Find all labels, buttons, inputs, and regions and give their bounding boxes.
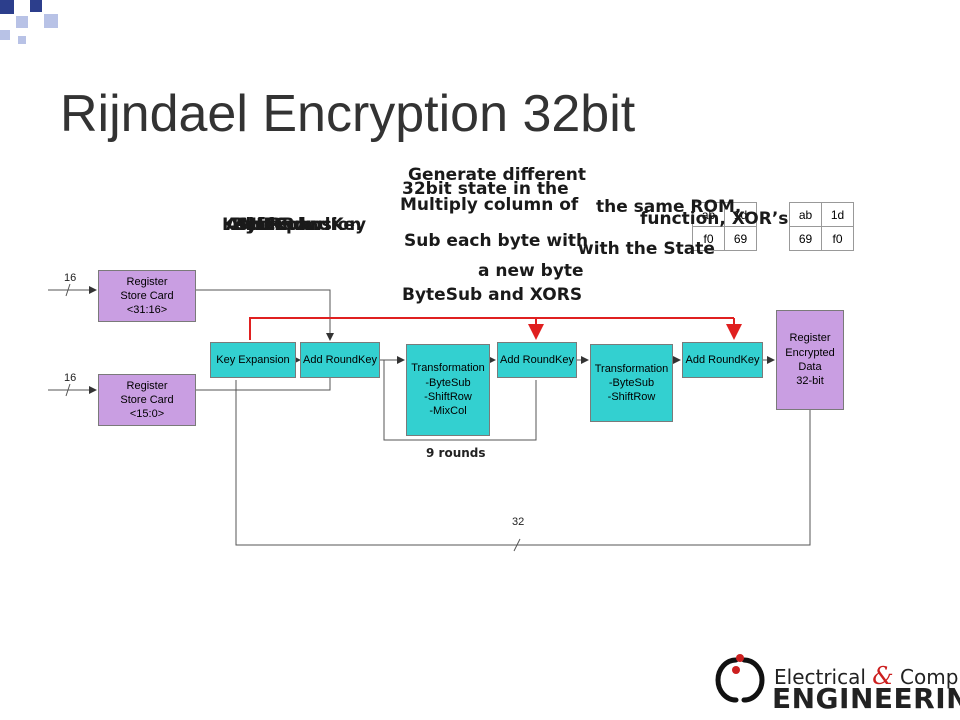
transform-1-line: -ByteSub — [425, 376, 471, 389]
add-roundkey-block-3: Add RoundKey — [682, 342, 763, 378]
overlay-right-label: function, XOR’s — [640, 209, 789, 229]
corner-square-2 — [16, 16, 28, 28]
logo-ampersand: & — [872, 662, 894, 690]
reg-low-line: <15:0> — [129, 408, 165, 421]
overlay-left-label: ShiftRow — [236, 215, 323, 235]
matrix-cell: 1d — [821, 202, 854, 227]
loop-rounds-label: 9 rounds — [426, 446, 486, 460]
overlay-center-label: ByteSub and XORS — [402, 285, 583, 305]
overlay-left-label: Add RoundKey — [226, 215, 367, 235]
register-store-card-low: Register Store Card <15:0> — [98, 374, 196, 426]
reg-out-line: Encrypted — [785, 346, 835, 359]
reg-high-line: Register — [126, 275, 168, 288]
matrix-cell: 1d — [724, 202, 757, 227]
overlay-right-label: with the State — [578, 239, 715, 259]
overlay-left-label: ByteSub — [232, 215, 313, 235]
transform-1-line: -MixCol — [429, 405, 467, 418]
transform-1-line: -ShiftRow — [424, 391, 472, 403]
reg-low-line: Store Card — [120, 393, 174, 406]
matrix-cell: 69 — [724, 226, 757, 251]
ece-logo-icon — [715, 654, 765, 703]
transform-1-line: Transformation — [411, 362, 485, 375]
bus-width-in-low: 16 — [64, 372, 77, 384]
add-roundkey-block-1: Add RoundKey — [300, 342, 380, 378]
reg-high-line: Store Card — [120, 289, 174, 302]
logo-word-electrical: Electrical — [774, 665, 866, 689]
transformation-block-1: Transformation -ByteSub -ShiftRow -MixCo… — [406, 344, 490, 436]
reg-out-line: Register — [789, 332, 831, 345]
bus-width-feedback: 32 — [512, 516, 525, 528]
matrix-cell: f0 — [821, 226, 854, 251]
transformation-block-2: Transformation -ByteSub -ShiftRow — [590, 344, 673, 422]
corner-square-1 — [0, 0, 14, 14]
matrix-cell: ab — [789, 202, 822, 227]
overlay-center-label: Generate different — [408, 165, 586, 185]
corner-square-4 — [0, 30, 10, 40]
matrix-cell: 69 — [789, 226, 822, 251]
reg-out-line: 32-bit — [796, 375, 824, 388]
corner-square-6 — [18, 36, 26, 44]
overlay-left-label: Key Expansion — [222, 215, 362, 235]
bus-width-in-high: 16 — [64, 272, 77, 284]
logo-line-2: ENGINEERING — [772, 682, 960, 715]
add-roundkey-block-2: Add RoundKey — [497, 342, 577, 378]
logo-word-computer: Computer — [900, 665, 960, 689]
transform-2-line: Transformation — [594, 362, 669, 375]
overlay-right-label: the same ROM, — [596, 197, 742, 217]
overlay-center-label: a new byte — [478, 261, 584, 281]
slide-title: Rijndael Encryption 32bit — [60, 85, 636, 143]
reg-high-line: <31:16> — [126, 304, 168, 317]
corner-square-5 — [44, 14, 58, 28]
overlay-center-label: Multiply column of — [400, 195, 579, 215]
reg-low-line: Register — [126, 379, 168, 392]
overlay-center-label: 32bit state in the — [402, 179, 569, 199]
logo-line-1: Electrical & Computer — [774, 662, 960, 690]
register-store-card-high: Register Store Card <31:16> — [98, 270, 196, 322]
transform-2-line: -ShiftRow — [607, 391, 656, 404]
overlay-center-label: Sub each byte with — [404, 231, 589, 251]
reg-out-line: Data — [798, 361, 822, 373]
register-encrypted-data: Register Encrypted Data 32-bit — [776, 310, 844, 410]
key-expansion-block: Key Expansion — [210, 342, 296, 378]
transform-2-line: -ByteSub — [608, 376, 655, 389]
overlay-left-label: MixCol — [240, 215, 304, 235]
corner-square-3 — [30, 0, 42, 12]
